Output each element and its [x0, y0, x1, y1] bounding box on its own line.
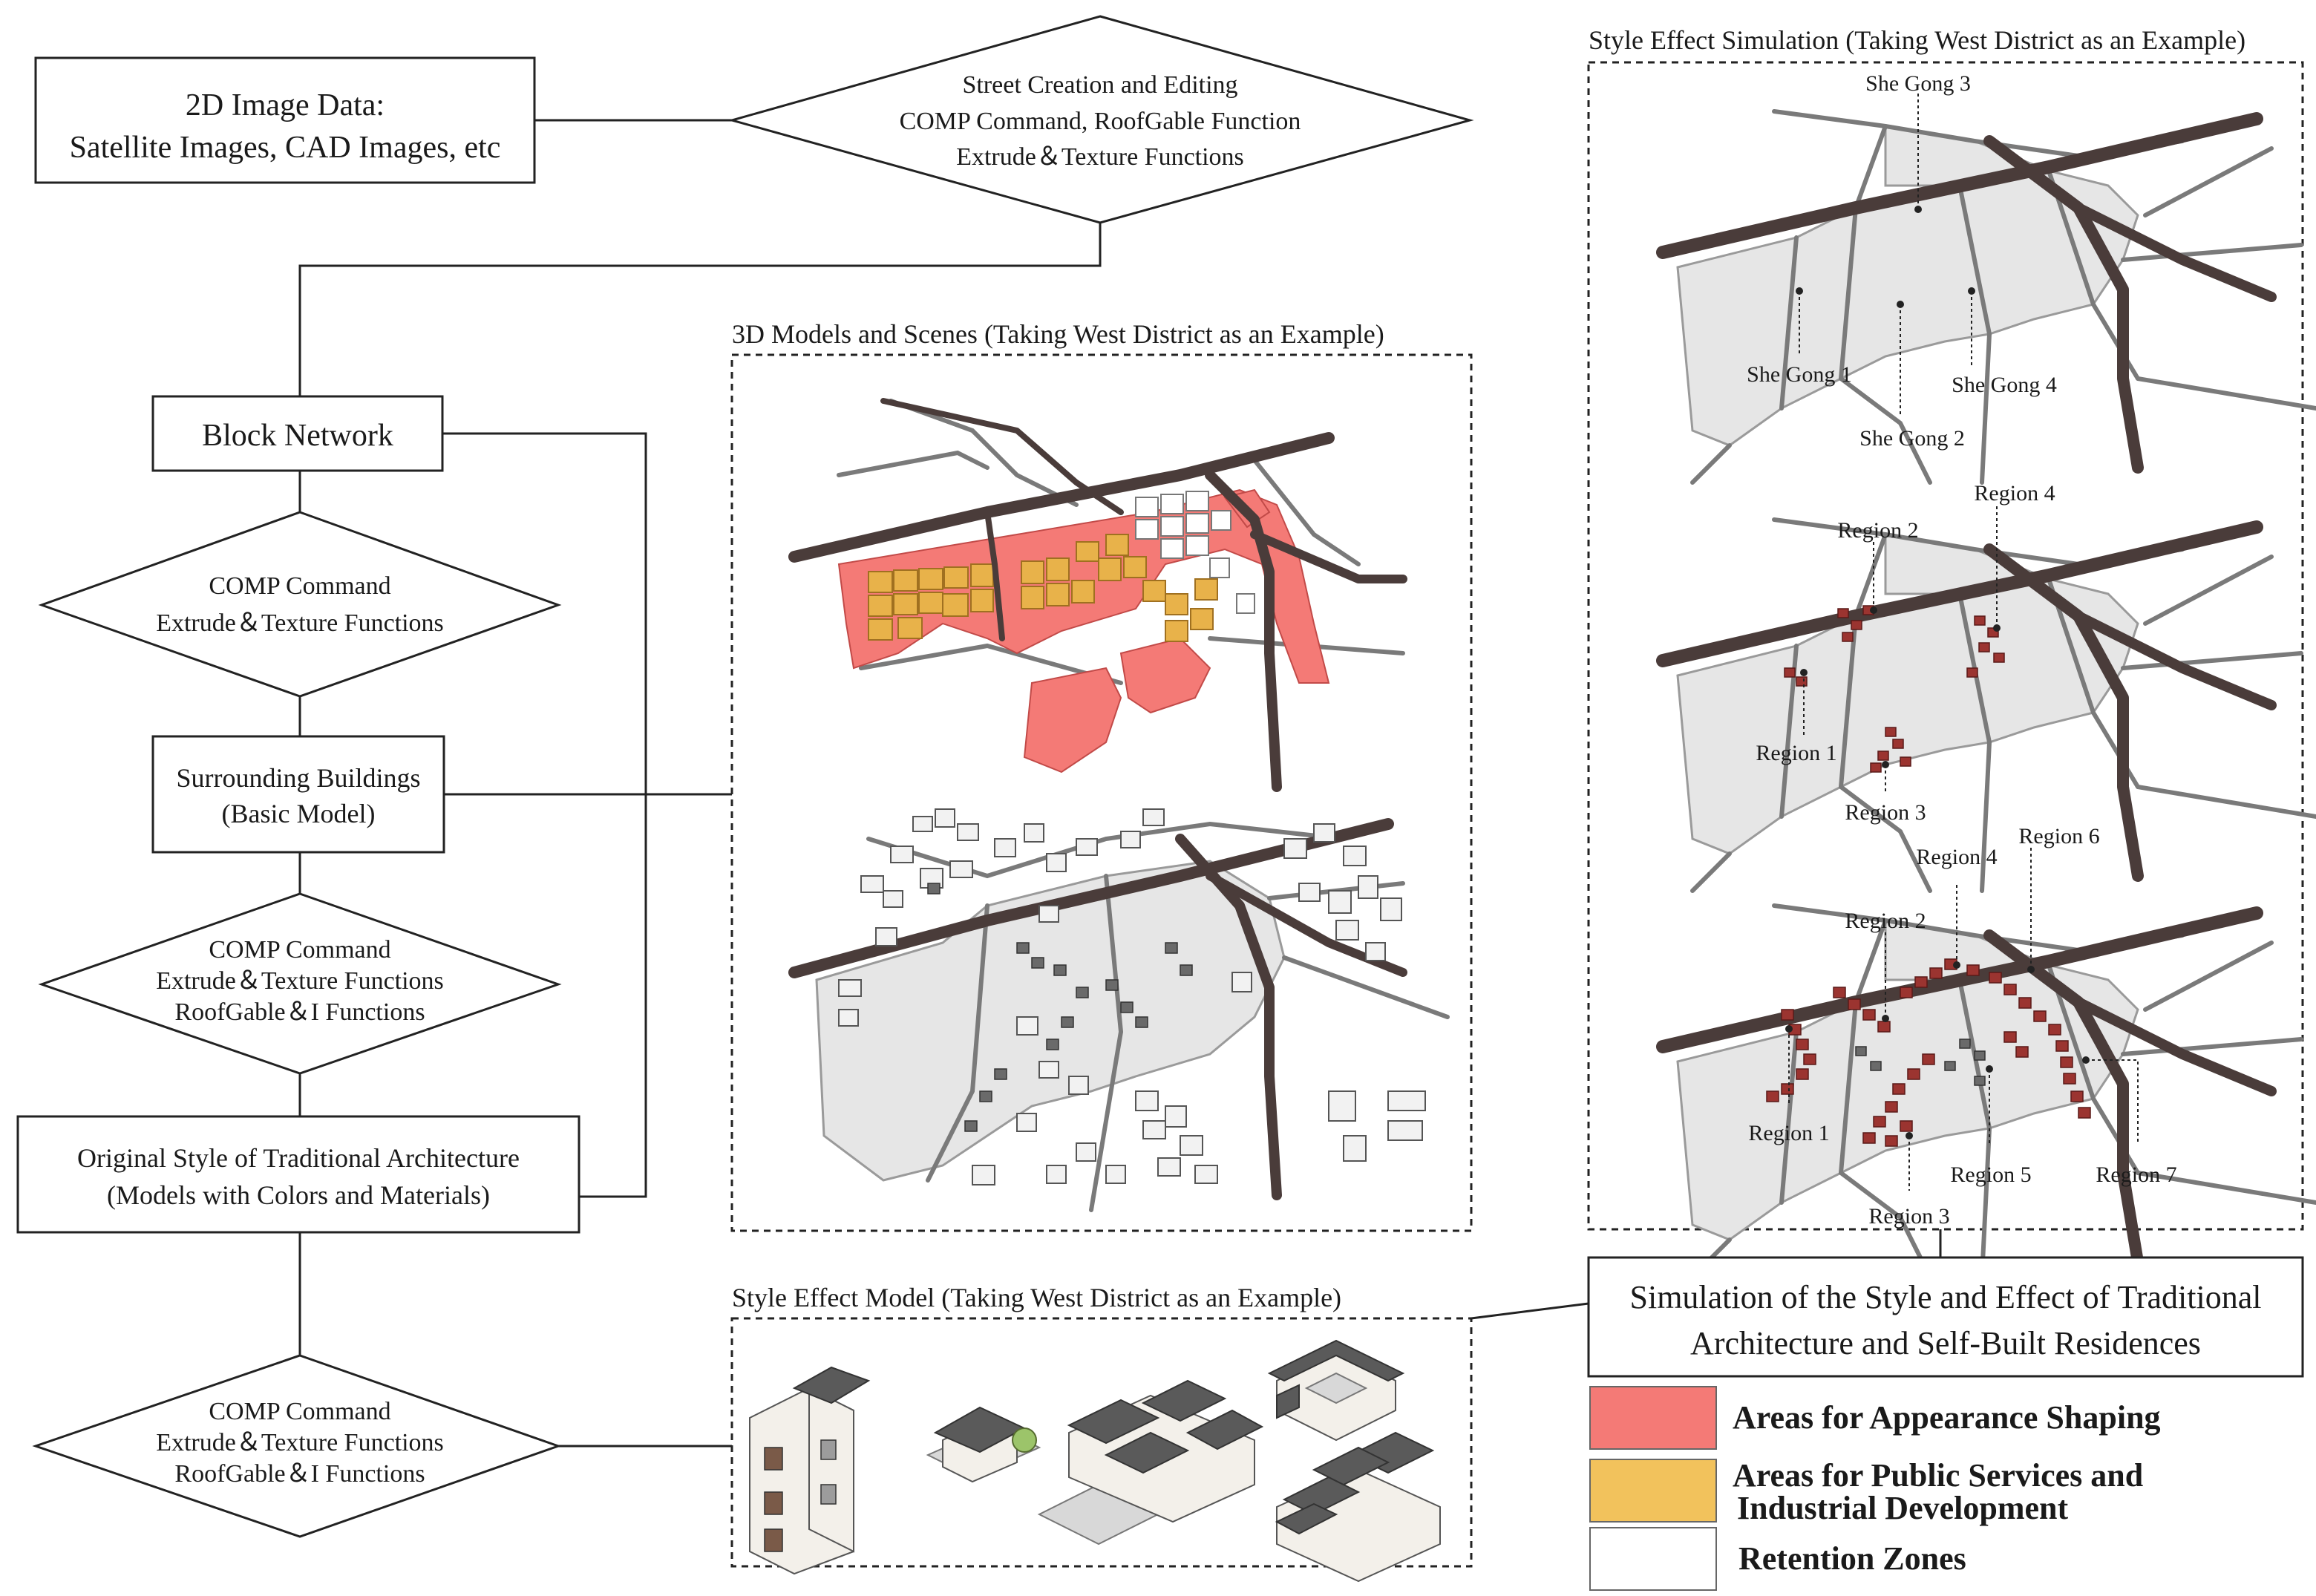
- zoning-map: [788, 398, 1407, 792]
- bottom-region-5-label: Region 5: [1950, 1162, 2031, 1187]
- style-sim-panel: [1587, 61, 2304, 1231]
- mid-region-2-label: Region 2: [1837, 518, 1918, 543]
- bottom-region-7-label: Region 7: [2096, 1162, 2176, 1187]
- bottom-region-1-label: Region 1: [1748, 1121, 1829, 1145]
- orange-blocks: [868, 534, 1218, 642]
- legend: Areas for Appearance Shaping Areas for P…: [1589, 1386, 2161, 1591]
- comp2-line1: COMP Command: [209, 936, 390, 964]
- original-line2: (Models with Colors and Materials): [107, 1180, 490, 1210]
- mid-region-4-label: Region 4: [1974, 481, 2055, 506]
- block-network-label: Block Network: [202, 419, 393, 453]
- comp1-line1: COMP Command: [209, 572, 390, 600]
- street-line3: Extrude＆Texture Functions: [956, 143, 1244, 171]
- simulation-line1: Simulation of the Style and Effect of Tr…: [1630, 1279, 2262, 1315]
- connector-style-model-to-sim: [1471, 1302, 1589, 1320]
- comp3-line3: RoofGable＆I Functions: [174, 1460, 425, 1488]
- original-style-box: Original Style of Traditional Architectu…: [16, 1115, 580, 1234]
- mid-region-3-label: Region 3: [1845, 800, 1926, 825]
- comp2-line2: Extrude＆Texture Functions: [156, 967, 444, 995]
- style-sim-title: Style Effect Simulation (Taking West Dis…: [1589, 25, 2245, 55]
- comp2-line3: RoofGable＆I Functions: [174, 998, 425, 1026]
- comp1-line2: Extrude＆Texture Functions: [156, 609, 444, 637]
- she-gong-2-label: She Gong 2: [1859, 426, 1965, 451]
- comp3-line1: COMP Command: [209, 1398, 390, 1425]
- bottom-region-3-label: Region 3: [1868, 1204, 1949, 1229]
- models-scenes-title: 3D Models and Scenes (Taking West Distri…: [732, 319, 1384, 349]
- bottom-region-2-label: Region 2: [1845, 909, 1926, 933]
- comp2-diamond: COMP Command Extrude＆Texture Functions R…: [38, 892, 562, 1075]
- surrounding-line2: (Basic Model): [222, 799, 376, 828]
- street-line1: Street Creation and Editing: [962, 71, 1237, 99]
- comp1-diamond: COMP Command Extrude＆Texture Functions: [38, 511, 562, 698]
- small-residence-model: [926, 1406, 1041, 1483]
- surrounding-line1: Surrounding Buildings: [176, 763, 420, 793]
- legend-swatch-shaping: [1589, 1386, 1717, 1450]
- she-gong-3-label: She Gong 3: [1865, 71, 1971, 96]
- region-map-mid: Region 4 Region 2 Region 1 Region 3: [1663, 481, 2316, 891]
- white-blocks: [1135, 491, 1255, 614]
- legend-swatch-public: [1589, 1459, 1717, 1523]
- courtyard-bottom-model: [1275, 1431, 1441, 1583]
- bottom-dark-buildings: [1855, 1039, 1986, 1086]
- dark-massing: [927, 883, 1193, 1132]
- mid-region-1-label: Region 1: [1756, 741, 1836, 765]
- style-model-title: Style Effect Model (Taking West District…: [732, 1283, 1341, 1312]
- courtyard-complex-model: [1037, 1379, 1264, 1546]
- bottom-traditional-buildings: [1766, 958, 2091, 1147]
- she-gong-pins: [1796, 92, 1975, 416]
- courtyard-top-model: [1267, 1339, 1405, 1442]
- massing-map: [788, 808, 1450, 1212]
- she-gong-4-label: She Gong 4: [1952, 373, 2057, 397]
- region-map-bottom: Region 6 Region 4 Region 2 Region 1 Regi…: [1663, 824, 2316, 1277]
- legend-swatch-retention: [1589, 1527, 1717, 1591]
- she-gong-1-label: She Gong 1: [1747, 362, 1852, 387]
- legend-label-public-2: Industrial Development: [1737, 1490, 2068, 1526]
- street-editing-diamond: Street Creation and Editing COMP Command…: [727, 15, 1474, 224]
- she-gong-map: She Gong 3 She Gong 1 She Gong 4 She Gon…: [1663, 71, 2316, 483]
- bottom-region-6-label: Region 6: [2018, 824, 2099, 848]
- connector-street-to-block: [298, 223, 1102, 396]
- original-line1: Original Style of Traditional Architectu…: [77, 1143, 520, 1173]
- simulation-box: Simulation of the Style and Effect of Tr…: [1587, 1256, 2304, 1378]
- simulation-line2: Architecture and Self-Built Residences: [1690, 1325, 2201, 1361]
- image-data-line1: 2D Image Data:: [186, 88, 385, 122]
- connector-block-to-original: [442, 432, 647, 1198]
- legend-label-shaping: Areas for Appearance Shaping: [1733, 1399, 2161, 1436]
- legend-label-public-1: Areas for Public Services and: [1733, 1457, 2143, 1494]
- block-network-box: Block Network: [151, 395, 444, 472]
- white-massing: [838, 808, 1426, 1185]
- surrounding-buildings-box: Surrounding Buildings (Basic Model): [151, 735, 445, 854]
- style-model-panel: [730, 1317, 1473, 1568]
- comp3-diamond: COMP Command Extrude＆Texture Functions R…: [32, 1354, 562, 1538]
- image-data-box: 2D Image Data: Satellite Images, CAD Ima…: [34, 56, 536, 184]
- bottom-region-4-label: Region 4: [1916, 845, 1997, 869]
- models-scenes-panel: [730, 353, 1473, 1232]
- street-line2: COMP Command, RoofGable Function: [900, 108, 1301, 135]
- comp3-line2: Extrude＆Texture Functions: [156, 1429, 444, 1456]
- image-data-line2: Satellite Images, CAD Images, etc: [70, 131, 501, 165]
- self-built-residence-model: [749, 1366, 871, 1575]
- legend-label-retention: Retention Zones: [1738, 1540, 1966, 1577]
